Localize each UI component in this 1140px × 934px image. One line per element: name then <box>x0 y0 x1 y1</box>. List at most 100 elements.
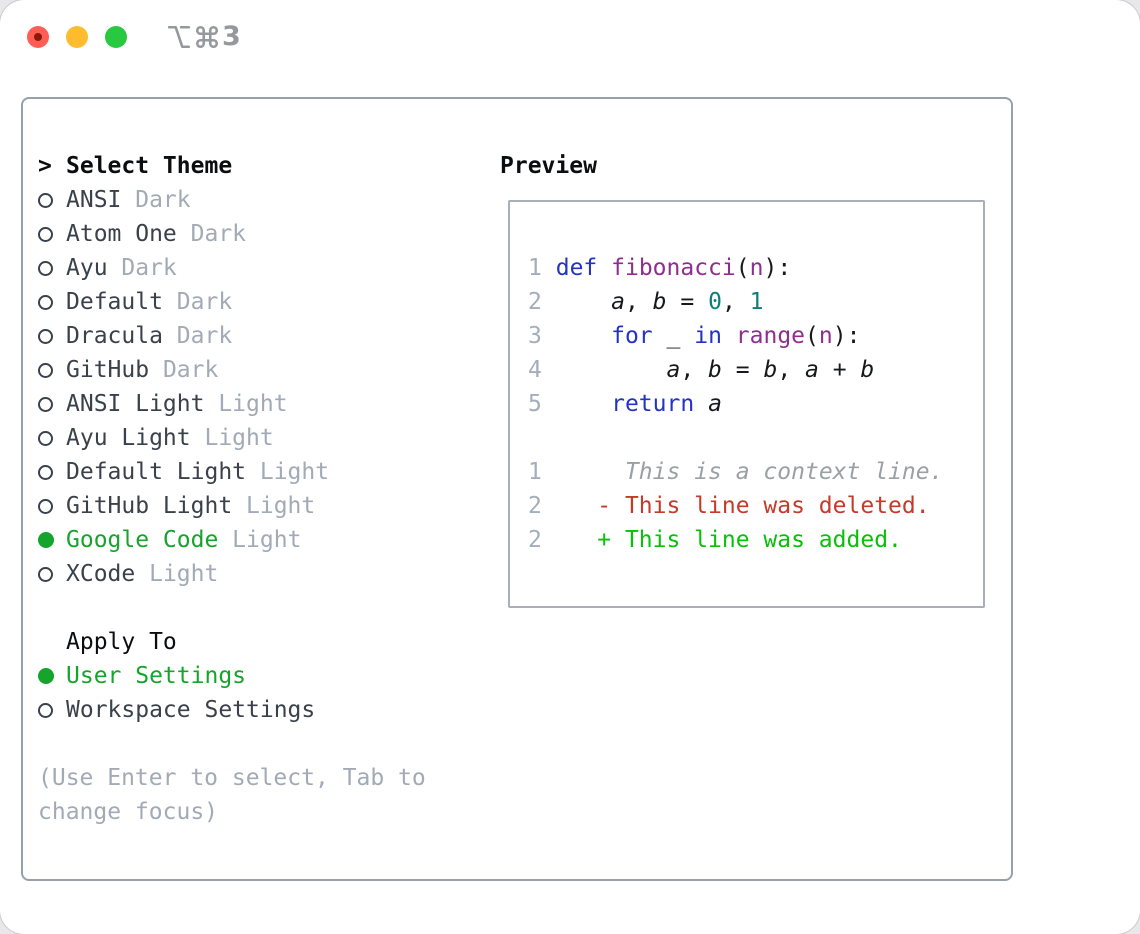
code-line: 2 + This line was added. <box>528 527 902 553</box>
theme-option-ansi-light[interactable]: ANSI Light Light <box>38 387 426 421</box>
theme-option-atom-one[interactable]: Atom One Dark <box>38 217 426 251</box>
theme-variant: Dark <box>162 323 233 349</box>
code-line: 1 def fibonacci(n): <box>528 255 792 281</box>
radio-cell <box>38 192 66 208</box>
theme-option-github-light[interactable]: GitHub Light Light <box>38 489 426 523</box>
theme-name: Dracula <box>66 323 163 349</box>
apply-option-user-settings[interactable]: User Settings <box>38 659 426 693</box>
theme-option-xcode[interactable]: XCode Light <box>38 557 426 591</box>
radio-selected-icon <box>38 668 54 684</box>
spacer <box>38 727 426 761</box>
theme-name: Default Light <box>66 459 247 485</box>
option-key-icon <box>166 24 192 50</box>
code-line: 2 a, b = 0, 1 <box>528 289 764 315</box>
theme-option-ayu[interactable]: Ayu Dark <box>38 251 426 285</box>
theme-option-ansi[interactable]: ANSI Dark <box>38 183 426 217</box>
radio-cell <box>38 226 66 242</box>
theme-option-ayu-light[interactable]: Ayu Light Light <box>38 421 426 455</box>
preview-code-block: 1 def fibonacci(n): 2 a, b = 0, 1 3 for _ … <box>528 251 943 557</box>
apply-to-header: Apply To <box>38 625 426 659</box>
cursor-caret: > <box>38 153 52 179</box>
radio-cell <box>38 464 66 480</box>
theme-variant: Dark <box>107 255 177 281</box>
radio-cell <box>38 702 66 718</box>
apply-option-label: User Settings <box>66 663 247 689</box>
theme-name: Ayu <box>66 255 108 281</box>
theme-variant: Light <box>218 527 302 553</box>
theme-name: Ayu Light <box>66 425 191 451</box>
radio-unselected-icon <box>38 498 53 514</box>
radio-cell <box>38 566 66 582</box>
code-line: 4 a, b = b, a + b <box>528 357 875 383</box>
theme-name: Google Code <box>66 527 219 553</box>
theme-variant: Light <box>190 425 274 451</box>
zoom-button[interactable] <box>105 26 127 48</box>
code-line: 1 This is a context line. <box>528 459 944 485</box>
theme-variant: Light <box>135 561 219 587</box>
radio-unselected-icon <box>38 396 53 412</box>
theme-name: GitHub Light <box>66 493 233 519</box>
radio-unselected-icon <box>38 226 53 242</box>
theme-variant: Dark <box>176 221 247 247</box>
radio-cell <box>38 362 66 378</box>
radio-unselected-icon <box>38 328 53 344</box>
select-theme-header: > Select Theme <box>38 149 426 183</box>
radio-selected-icon <box>38 532 54 548</box>
theme-variant: Dark <box>121 187 191 213</box>
radio-cell <box>38 260 66 276</box>
radio-cell <box>38 532 66 548</box>
theme-name: GitHub <box>66 357 150 383</box>
radio-cell <box>38 498 66 514</box>
code-line: 3 for _ in range(n): <box>528 323 861 349</box>
radio-cell <box>38 430 66 446</box>
radio-unselected-icon <box>38 566 53 582</box>
radio-cell <box>38 396 66 412</box>
theme-variant: Dark <box>162 289 233 315</box>
help-hint-line-1: (Use Enter to select, Tab to <box>38 765 426 791</box>
theme-name: Default <box>66 289 163 315</box>
radio-cell <box>38 668 66 684</box>
radio-unselected-icon <box>38 464 53 480</box>
radio-unselected-icon <box>38 294 53 310</box>
window-title-shortcut: 3 <box>166 22 241 52</box>
command-key-icon <box>194 24 220 50</box>
radio-unselected-icon <box>38 260 53 276</box>
preview-pane <box>508 200 985 608</box>
theme-option-default[interactable]: Default Dark <box>38 285 426 319</box>
code-line <box>528 421 943 455</box>
radio-unselected-icon <box>38 362 53 378</box>
theme-option-github[interactable]: GitHub Dark <box>38 353 426 387</box>
theme-option-dracula[interactable]: Dracula Dark <box>38 319 426 353</box>
code-line: 2 - This line was deleted. <box>528 493 930 519</box>
radio-cell <box>38 328 66 344</box>
select-theme-title: Select Theme <box>66 153 233 179</box>
radio-unselected-icon <box>38 702 53 718</box>
radio-unselected-icon <box>38 430 53 446</box>
theme-name: ANSI Light <box>66 391 205 417</box>
traffic-lights <box>27 26 127 48</box>
theme-variant: Light <box>204 391 288 417</box>
minimize-button[interactable] <box>66 26 88 48</box>
theme-option-default-light[interactable]: Default Light Light <box>38 455 426 489</box>
code-line: 5 return a <box>528 391 722 417</box>
theme-name: XCode <box>66 561 136 587</box>
apply-option-label: Workspace Settings <box>66 697 316 723</box>
theme-variant: Light <box>232 493 316 519</box>
radio-cell <box>38 294 66 310</box>
theme-option-google-code[interactable]: Google Code Light <box>38 523 426 557</box>
apply-to-title: Apply To <box>66 629 177 655</box>
apply-option-workspace-settings[interactable]: Workspace Settings <box>38 693 426 727</box>
theme-variant: Dark <box>149 357 219 383</box>
window-title-digit: 3 <box>222 21 241 52</box>
radio-unselected-icon <box>38 192 53 208</box>
theme-name: Atom One <box>66 221 177 247</box>
preview-title: Preview <box>500 153 597 179</box>
spacer <box>38 591 426 625</box>
help-hint-line-2: change focus) <box>38 799 219 825</box>
theme-name: ANSI <box>66 187 122 213</box>
close-button[interactable] <box>27 26 49 48</box>
